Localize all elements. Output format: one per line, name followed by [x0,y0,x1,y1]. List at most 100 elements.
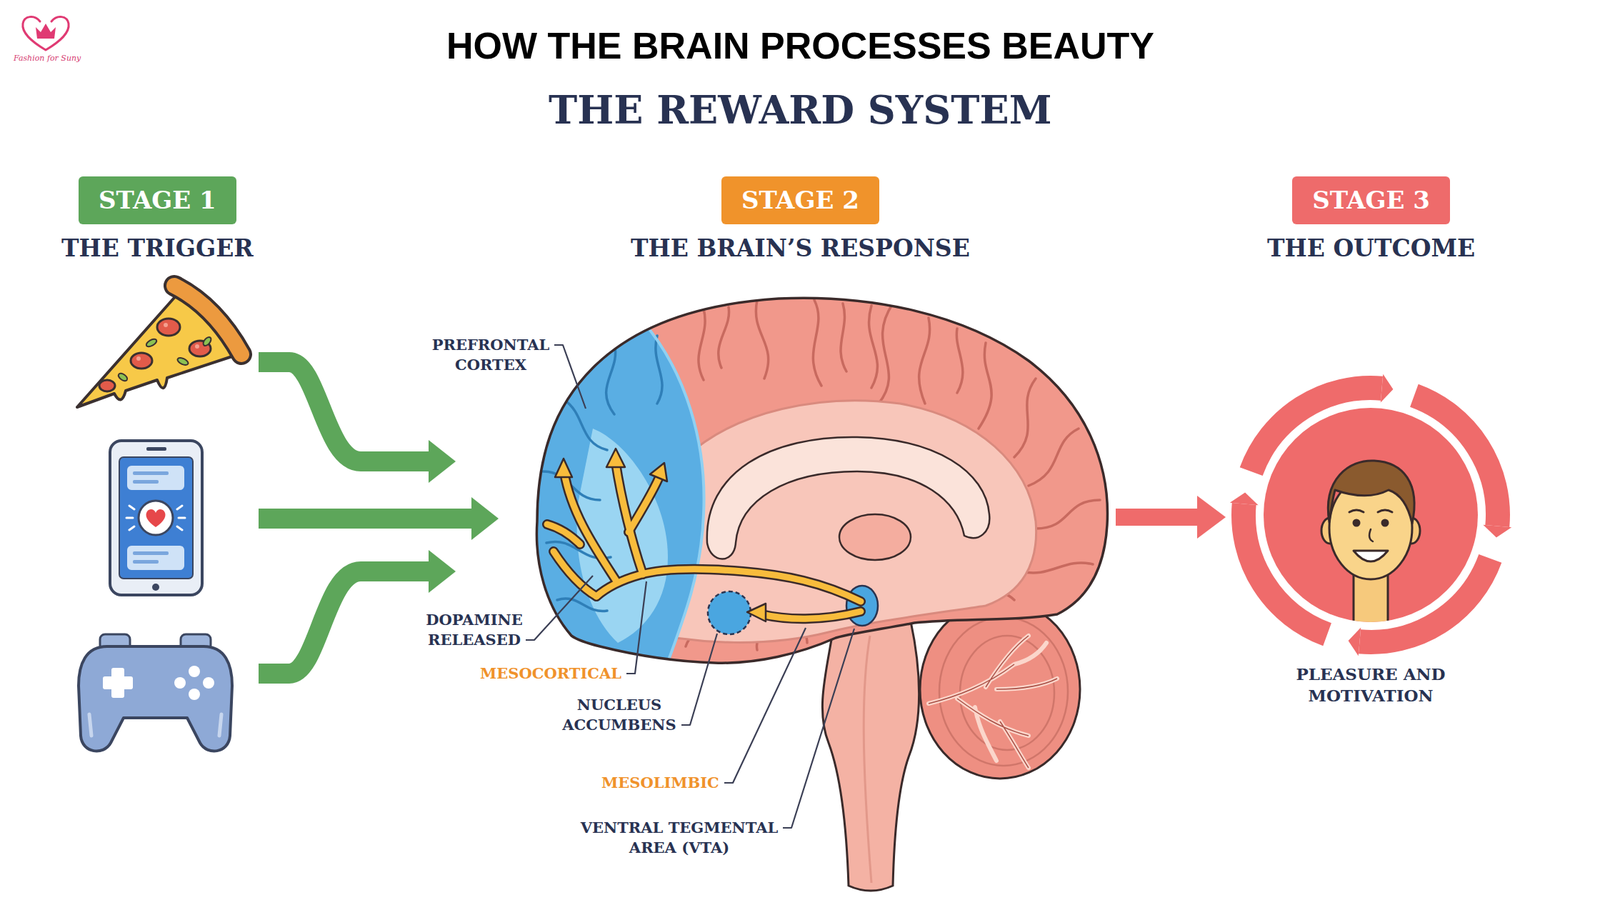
pathway-label: MESOLIMBIC [601,772,720,793]
pathway-label: MESOCORTICAL [480,663,622,684]
stage-header: STAGE 1 THE TRIGGER [61,176,254,263]
brain-illustration-part [596,569,861,602]
region-label-block: NUCLEUS ACCUMBENS [551,695,688,735]
stage-heading: THE TRIGGER [61,234,254,263]
outcome-label: PLEASURE AND MOTIVATION [1274,663,1468,707]
trigger-arrows-part [428,550,456,593]
gamepad-icon-part [188,688,200,700]
brain-illustration-part [555,458,573,478]
region-label: NUCLEUS ACCUMBENS [551,695,688,735]
subtitle-block: THE REWARD SYSTEM [548,87,1052,133]
leader-line [554,345,586,409]
brain-illustration-part [928,635,1058,768]
stage-badge-row: STAGE 2 [630,176,970,225]
phone-icon-part [127,545,185,570]
region-label-block: VENTRAL TEGMENTAL AREA (VTA) [572,817,787,858]
outcome-circle-part [1381,519,1390,528]
gamepad-icon-part [202,677,215,689]
leader-line [782,628,855,828]
brain-illustration-part [564,472,616,580]
stage-header: STAGE 2 THE BRAIN’S RESPONSE [630,176,970,263]
pizza-icon-part [163,322,168,328]
logo-mark-part [35,23,56,39]
brain-illustration-part [553,551,597,597]
outcome-circle-part [1482,525,1512,538]
outcome-circle-part [1414,395,1498,527]
logo-text: Fashion for Suny [13,53,81,64]
brain-illustration-part [928,635,1058,768]
logo-text-block: Fashion for Suny [13,53,81,64]
phone-icon [110,440,203,595]
gamepad-icon-part [78,646,233,751]
pizza-icon [77,285,242,408]
trigger-arrows-part [428,440,456,483]
outcome-circle-part [1352,519,1361,528]
phone-icon-part [138,500,173,535]
logo-mark [22,17,69,50]
outcome-circle-part [1243,504,1328,635]
brain-illustration-part [553,551,597,597]
outcome-arrow-part [1115,508,1200,526]
brain-illustration-part [547,462,861,619]
pizza-icon-part [174,285,242,355]
brain-illustration-part [920,600,1080,779]
stage-badge: STAGE 2 [721,176,880,225]
phone-icon-part [152,583,160,591]
outcome-arrow-part [1197,495,1226,539]
brain-illustration-part [747,603,766,622]
leader-line [626,581,647,674]
brain-illustration-part [761,611,861,619]
phone-icon-part [126,505,185,530]
phone-icon-part [110,440,203,595]
outcome-circle-part [1230,374,1512,656]
gamepad-icon [78,634,233,751]
brain-illustration-part [761,611,861,619]
stage-badge: STAGE 1 [78,176,237,225]
trigger-arrows-part [258,571,432,674]
brain-illustration-part [547,462,861,619]
pizza-icon-part [130,352,153,369]
brain-illustration-part [863,635,872,883]
phone-icon-part [119,457,193,579]
region-label: DOPAMINE RELEASED [410,610,539,650]
pathway-label-block: MESOLIMBIC [601,772,720,793]
outcome-circle-part [1353,550,1388,562]
brain-illustration-part [606,448,625,468]
trigger-arrows-part [471,497,499,540]
brain-illustration-part [628,478,659,533]
stage-badge-row: STAGE 1 [61,176,254,225]
outcome-circle-part [1348,627,1362,656]
outcome-circle-part [1327,460,1415,524]
outcome-circle-part [1349,510,1393,513]
brain-illustration-part [707,591,751,635]
phone-icon-part [127,465,185,490]
stage-header: STAGE 3 THE OUTCOME [1267,176,1475,263]
phone-icon-part [132,480,159,484]
phone-icon-part [132,471,169,475]
phone-icon-part [146,509,166,528]
brain-illustration-part [547,524,580,545]
outcome-circle: PLEASURE AND MOTIVATION [1227,372,1514,707]
brain-illustration-part [650,462,668,482]
region-label: VENTRAL TEGMENTAL AREA (VTA) [572,817,787,858]
logo-mark-part [22,17,69,50]
region-label: PREFRONTAL CORTEX [422,335,559,375]
stage-heading: THE BRAIN’S RESPONSE [630,234,970,263]
pizza-icon-part [176,356,190,367]
stage-heading: THE OUTCOME [1267,234,1475,263]
outcome-circle-part [1369,529,1373,542]
brain-illustration-part [542,335,663,612]
phone-icon-part [146,447,167,451]
leader-line [681,633,718,725]
stage-badge: STAGE 3 [1292,176,1450,225]
brain-illustration-part [628,478,659,533]
region-label-block: DOPAMINE RELEASED [410,610,539,650]
brain-illustration-part [536,297,1108,663]
gamepad-icon-part [174,677,186,689]
brain-illustration-part [500,321,705,672]
brain-illustration-part [500,300,1100,672]
phone-icon-part [132,551,169,555]
page-title: HOW THE BRAIN PROCESSES BEAUTY [446,23,1155,68]
pizza-icon-part [136,356,141,361]
brain-illustration-part [939,617,1068,766]
